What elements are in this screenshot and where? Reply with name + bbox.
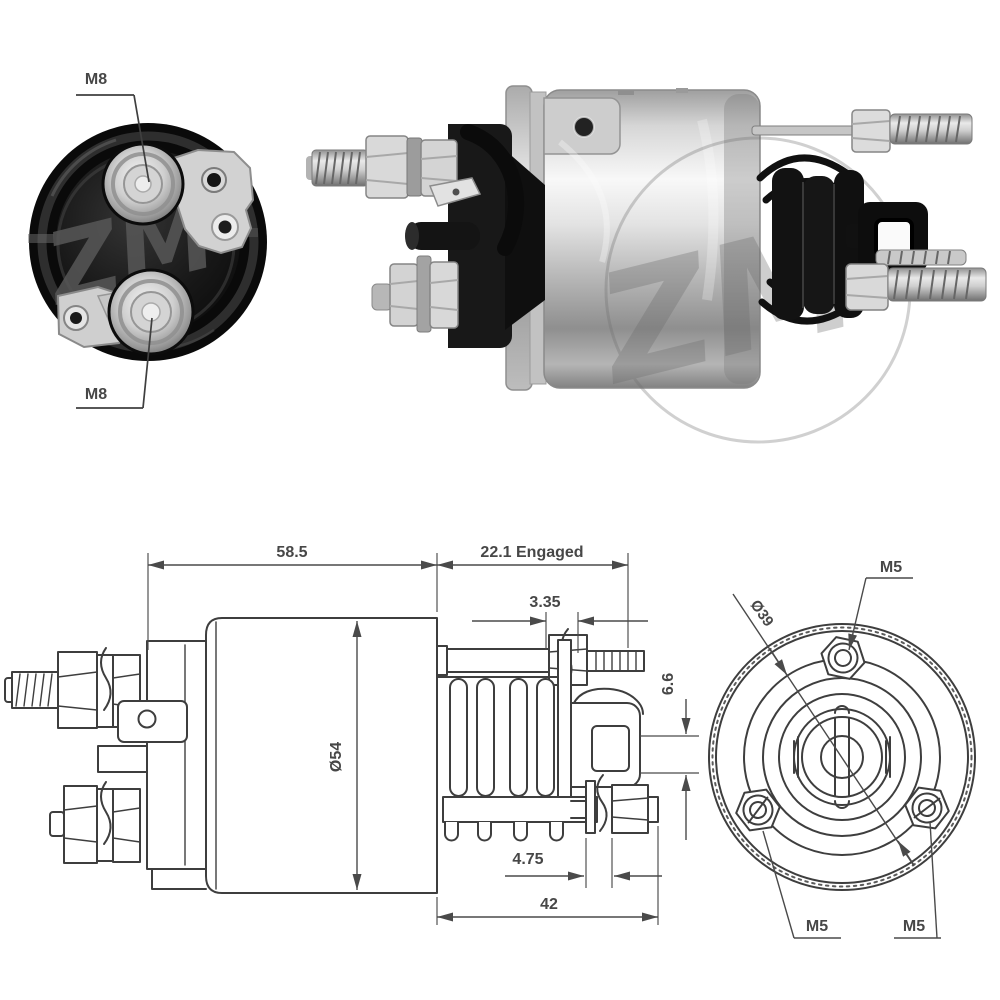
terminal-stud-lower-drawn bbox=[49, 781, 141, 864]
drawing-side-view: 58.5 22.1 Engaged 3.35 Ø54 6.6 bbox=[4, 544, 699, 925]
svg-text:M5: M5 bbox=[806, 918, 828, 935]
callout-terminal-top: M8 bbox=[76, 71, 150, 183]
callout-terminal-bottom: M8 bbox=[76, 317, 153, 409]
lead-cable bbox=[460, 124, 525, 256]
svg-text:Ø54: Ø54 bbox=[328, 742, 345, 772]
mount-nut-top bbox=[820, 636, 866, 680]
callout-m5-bottom-right: M5 bbox=[894, 821, 941, 939]
dim-pin-clearance: 3.35 bbox=[472, 594, 648, 653]
mount-nut-bottom-left bbox=[735, 788, 781, 832]
dim-body-diameter: Ø54 bbox=[328, 621, 362, 890]
housing-notch bbox=[97, 745, 148, 773]
dim-hook-slot: 6.6 bbox=[640, 673, 699, 840]
plunger-drawn bbox=[436, 628, 659, 842]
photo-back-view: ZM M8 bbox=[28, 71, 267, 409]
svg-text:Ø39: Ø39 bbox=[747, 597, 777, 630]
rubber-boot bbox=[772, 168, 804, 320]
mount-nut-bottom-right bbox=[904, 786, 950, 830]
svg-text:58.5: 58.5 bbox=[276, 544, 307, 561]
callout-m5-top: M5 bbox=[848, 559, 913, 651]
front-housing bbox=[146, 640, 207, 870]
terminal-bottom-label: M8 bbox=[85, 386, 107, 403]
battery-stud-lower bbox=[371, 255, 459, 333]
svg-text:3.35: 3.35 bbox=[529, 594, 560, 611]
callout-m5-bottom-left: M5 bbox=[762, 830, 841, 939]
dim-washer-offset: 4.75 bbox=[505, 838, 662, 888]
plunger-assembly bbox=[751, 109, 987, 325]
drawing-end-view: Ø39 M5 M5 bbox=[708, 559, 976, 939]
svg-text:6.6: 6.6 bbox=[660, 673, 677, 695]
svg-text:42: 42 bbox=[540, 896, 558, 913]
svg-text:M5: M5 bbox=[903, 918, 925, 935]
svg-text:22.1 Engaged: 22.1 Engaged bbox=[480, 544, 583, 561]
terminal-lower bbox=[56, 268, 195, 356]
photo-side-view: ZM bbox=[306, 85, 987, 444]
dim-engaged: 22.1 Engaged bbox=[437, 544, 629, 648]
svg-text:M5: M5 bbox=[880, 559, 902, 576]
signal-nub bbox=[408, 222, 480, 250]
terminal-top-label: M8 bbox=[85, 71, 107, 88]
svg-text:4.75: 4.75 bbox=[512, 851, 543, 868]
terminal-stud-upper-drawn bbox=[4, 647, 141, 729]
solenoid-body-outline bbox=[205, 617, 438, 894]
terminal-upper bbox=[101, 142, 255, 255]
dim-front-length: 42 bbox=[436, 826, 659, 925]
